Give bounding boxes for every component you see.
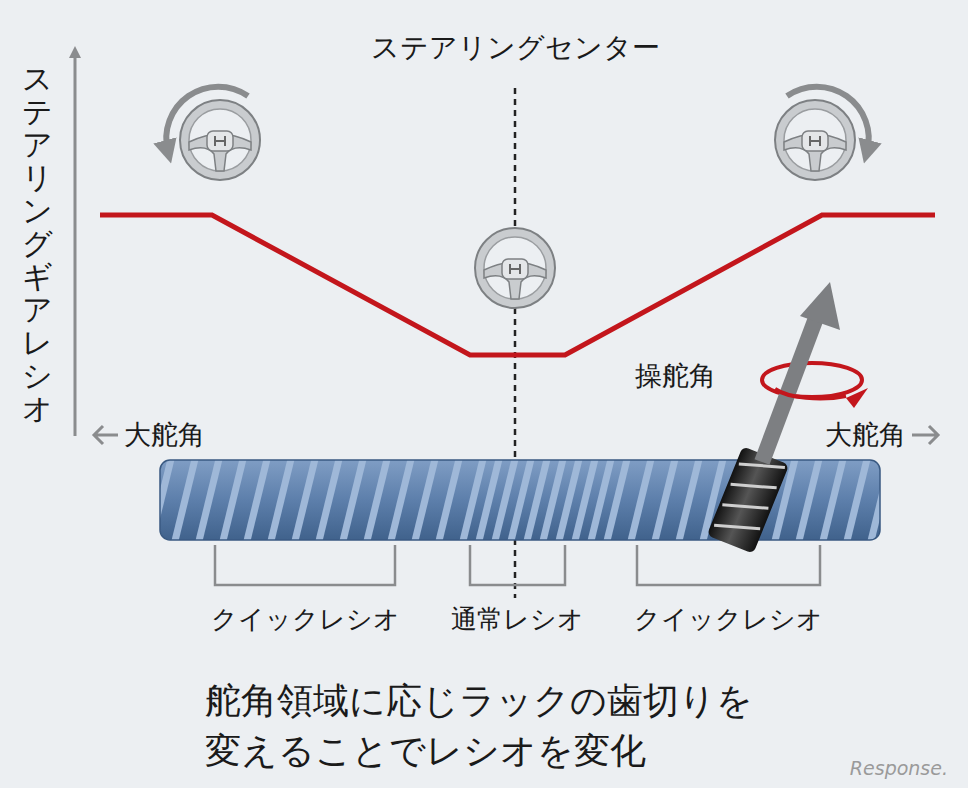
- steering-shaft: [762, 318, 816, 462]
- ratio-label: 通常レシオ: [451, 604, 584, 635]
- angle-label: 操舵角: [635, 360, 716, 392]
- rotation-arrow: [787, 87, 869, 152]
- rack-tooth: [294, 460, 316, 540]
- rack-tooth: [846, 460, 868, 540]
- rack-tooth: [414, 460, 436, 540]
- rack-tooth: [678, 460, 700, 540]
- steering-wheel: [180, 100, 260, 180]
- direction-label: 大舵角: [124, 419, 205, 451]
- rack-tooth: [798, 460, 820, 540]
- direction-label: 大舵角: [825, 419, 906, 451]
- rotation-arrow: [166, 87, 248, 152]
- axis-label: ステアリングギアレシオ: [22, 62, 52, 425]
- rack-tooth: [870, 460, 880, 540]
- rack-tooth: [390, 460, 412, 540]
- pinion: [707, 446, 789, 554]
- rack-tooth: [438, 460, 460, 540]
- rack-tooth: [822, 460, 844, 540]
- ratio-label: クイックレシオ: [634, 604, 823, 635]
- rack-tooth: [270, 460, 292, 540]
- steering-wheel: [775, 100, 855, 180]
- rack-tooth: [174, 460, 196, 540]
- range-bracket: [215, 545, 820, 585]
- rack-tooth: [160, 460, 172, 540]
- ratio-label: クイックレシオ: [211, 604, 400, 635]
- rack-tooth: [654, 460, 676, 540]
- rack-tooth: [198, 460, 220, 540]
- direction-arrow: [94, 426, 118, 444]
- rack-tooth: [366, 460, 388, 540]
- rack-tooth: [222, 460, 244, 540]
- rack-tooth: [630, 460, 652, 540]
- rack-tooth: [246, 460, 268, 540]
- direction-arrow: [912, 426, 938, 444]
- steering-wheel: [475, 228, 555, 308]
- rack-tooth: [606, 460, 628, 540]
- watermark: Response.: [850, 757, 948, 780]
- rack-tooth: [318, 460, 340, 540]
- center-label: ステアリングセンター: [371, 31, 660, 65]
- rack-tooth: [342, 460, 364, 540]
- caption: 舵角領域に応じラックの歯切りを変えることでレシオを変化: [205, 676, 775, 776]
- axis-arrow: [74, 52, 77, 436]
